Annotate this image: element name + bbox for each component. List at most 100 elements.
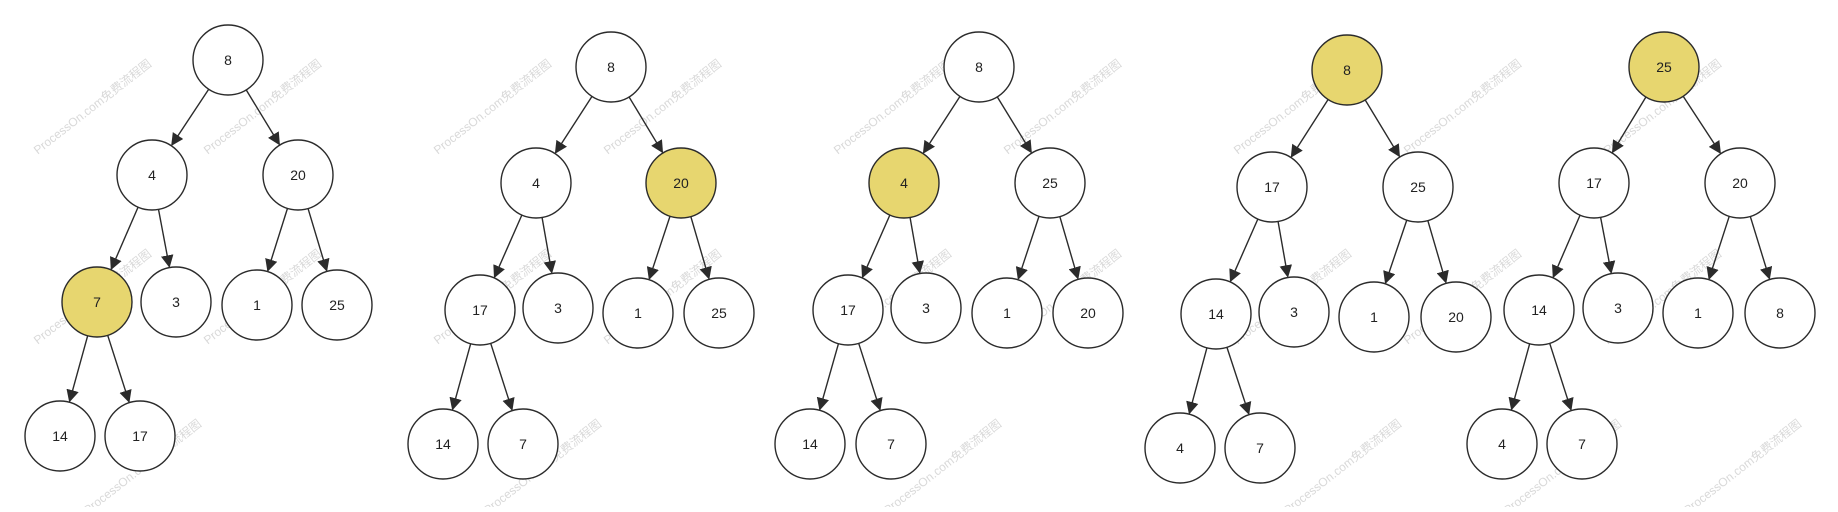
tree-3-edge-2-6 xyxy=(1059,216,1081,280)
node-label: 14 xyxy=(435,436,451,452)
node-circle xyxy=(192,24,264,96)
tree-3-node-7: 14 xyxy=(774,408,846,480)
tree-5-edges xyxy=(1508,95,1773,411)
node-label: 7 xyxy=(93,294,101,310)
tree-5-edge-3-8 xyxy=(1549,343,1574,411)
node-circle xyxy=(221,269,293,341)
tree-4-edge-3-8 xyxy=(1226,347,1252,415)
node-circle xyxy=(487,408,559,480)
node-label: 7 xyxy=(1578,436,1586,452)
node-circle xyxy=(1420,281,1492,353)
tree-3-edge-2-5 xyxy=(1015,216,1040,281)
node-label: 8 xyxy=(224,52,232,68)
tree-4-node-7: 4 xyxy=(1144,412,1216,484)
tree-5-edge-1-4 xyxy=(1599,217,1616,274)
node-label: 17 xyxy=(1264,179,1280,195)
node-circle xyxy=(1180,278,1252,350)
node-circle xyxy=(500,147,572,219)
node-label: 17 xyxy=(1586,175,1602,191)
tree-2-node-4: 3 xyxy=(522,272,594,344)
tree-1-edge-3-8 xyxy=(107,335,132,403)
tree-1-node-4: 3 xyxy=(140,266,212,338)
node-circle xyxy=(116,139,188,211)
node-label: 3 xyxy=(1290,304,1298,320)
node-label: 25 xyxy=(1656,59,1672,75)
node-label: 3 xyxy=(1614,300,1622,316)
node-circle xyxy=(774,408,846,480)
tree-3-edge-0-1 xyxy=(922,96,961,154)
tree-3-node-2: 25 xyxy=(1014,147,1086,219)
tree-4-node-2: 25 xyxy=(1382,151,1454,223)
node-circle xyxy=(1704,147,1776,219)
node-label: 20 xyxy=(290,167,306,183)
tree-2-edge-0-2 xyxy=(628,96,664,154)
highlighted-node-circle xyxy=(61,266,133,338)
tree-1-node-2: 20 xyxy=(262,139,334,211)
tree-4-node-8: 7 xyxy=(1224,412,1296,484)
tree-4-node-4: 3 xyxy=(1258,276,1330,348)
node-label: 8 xyxy=(607,59,615,75)
watermark-text: ProcessOn.com免费流程图 xyxy=(830,56,954,157)
tree-4-edge-0-1 xyxy=(1290,99,1329,158)
tree-4-edge-1-3 xyxy=(1229,218,1259,283)
tree-3-node-0: 8 xyxy=(943,31,1015,103)
node-circle xyxy=(683,277,755,349)
node-label: 7 xyxy=(1256,440,1264,456)
tree-1-node-0: 8 xyxy=(192,24,264,96)
node-label: 4 xyxy=(148,167,156,183)
tree-1-node-8: 17 xyxy=(104,400,176,472)
tree-5-node-5: 1 xyxy=(1662,277,1734,349)
node-label: 7 xyxy=(519,436,527,452)
tree-3-node-1: 4 xyxy=(868,147,940,219)
node-circle xyxy=(1382,151,1454,223)
node-label: 17 xyxy=(132,428,148,444)
highlighted-node-circle xyxy=(1311,34,1383,106)
watermark-text: ProcessOn.com免费流程图 xyxy=(430,56,554,157)
node-label: 1 xyxy=(634,305,642,321)
tree-1-edge-1-3 xyxy=(110,206,139,271)
tree-2-edge-3-7 xyxy=(449,343,472,411)
tree-1-node-5: 1 xyxy=(221,269,293,341)
edge-layer xyxy=(66,88,1773,415)
node-label: 4 xyxy=(900,175,908,191)
tree-2-edge-3-8 xyxy=(490,343,515,411)
tree-1-edge-1-4 xyxy=(157,209,174,268)
tree-4-edge-2-6 xyxy=(1427,220,1449,284)
node-circle xyxy=(104,400,176,472)
node-circle xyxy=(575,31,647,103)
tree-2-node-6: 25 xyxy=(683,277,755,349)
node-label: 14 xyxy=(1208,306,1224,322)
tree-3-node-4: 3 xyxy=(890,272,962,344)
tree-5-edge-0-1 xyxy=(1611,96,1647,154)
tree-5-node-2: 20 xyxy=(1704,147,1776,219)
node-label: 20 xyxy=(1080,305,1096,321)
tree-1-edge-2-5 xyxy=(265,208,289,272)
tree-3-edges xyxy=(816,96,1081,411)
tree-4-edge-0-2 xyxy=(1364,99,1400,158)
node-label: 4 xyxy=(532,175,540,191)
tree-2-edge-2-5 xyxy=(646,216,671,281)
node-label: 8 xyxy=(1776,305,1784,321)
node-circle xyxy=(812,274,884,346)
tree-2-node-5: 1 xyxy=(602,277,674,349)
node-label: 4 xyxy=(1176,440,1184,456)
tree-3-edge-1-4 xyxy=(909,217,924,274)
tree-5-node-6: 8 xyxy=(1744,277,1816,349)
tree-1-node-3: 7 xyxy=(61,266,133,338)
tree-5-edge-3-7 xyxy=(1508,343,1531,411)
tree-2-edges xyxy=(449,96,712,411)
node-label: 7 xyxy=(887,436,895,452)
watermark-text: ProcessOn.com免费流程图 xyxy=(1000,56,1124,157)
tree-3-node-6: 20 xyxy=(1052,277,1124,349)
tree-4-node-5: 1 xyxy=(1338,281,1410,353)
tree-1-edge-0-2 xyxy=(245,89,280,146)
node-circle xyxy=(890,272,962,344)
tree-4-node-6: 20 xyxy=(1420,281,1492,353)
node-circle xyxy=(1014,147,1086,219)
tree-2-node-8: 7 xyxy=(487,408,559,480)
node-label: 8 xyxy=(1343,62,1351,78)
node-label: 25 xyxy=(1042,175,1058,191)
